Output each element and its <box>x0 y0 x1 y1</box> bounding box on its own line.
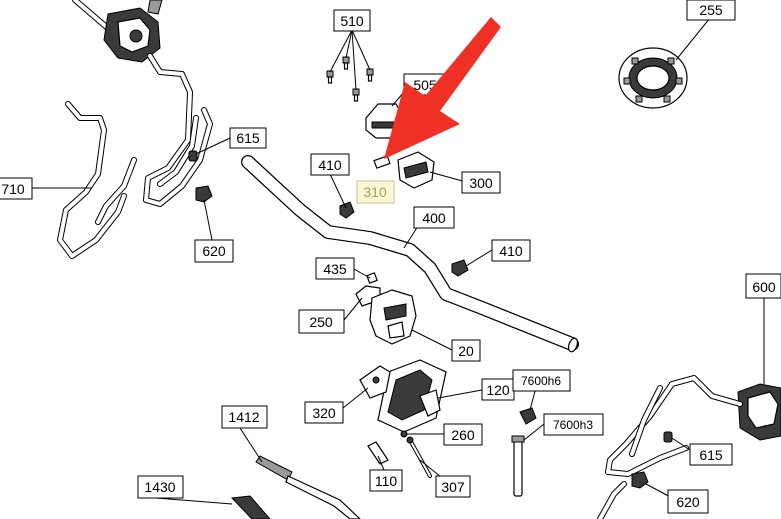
clamp-300 <box>397 151 435 189</box>
left-wire-harness <box>57 53 213 259</box>
grip-ring-255 <box>618 47 688 109</box>
svg-text:20: 20 <box>458 343 474 359</box>
callout-250: 250 <box>298 309 345 334</box>
clip-620-left <box>195 185 213 203</box>
callout-110: 110 <box>369 469 403 492</box>
svg-text:620: 620 <box>676 494 700 510</box>
callout-255: 255 <box>686 0 736 21</box>
callout-307: 307 <box>435 475 471 498</box>
svg-text:310: 310 <box>363 184 387 200</box>
callout-7600h3: 7600h3 <box>543 413 604 436</box>
svg-text:710: 710 <box>1 181 25 197</box>
clip-110 <box>367 441 389 465</box>
clip-410-right <box>451 259 469 277</box>
svg-text:300: 300 <box>469 175 493 191</box>
callout-600: 600 <box>745 273 781 299</box>
callout-615-right: 615 <box>689 443 733 466</box>
svg-text:1430: 1430 <box>144 479 175 495</box>
clip-7600h6 <box>519 407 537 425</box>
bar-1412 <box>255 455 361 519</box>
bracket-320 <box>359 365 391 399</box>
callout-1412: 1412 <box>221 405 268 429</box>
svg-text:110: 110 <box>375 473 398 489</box>
svg-text:410: 410 <box>499 243 523 259</box>
riser-20 <box>369 289 417 345</box>
right-switch-housing <box>737 383 781 441</box>
highlight-arrow <box>384 17 501 159</box>
bar-1430 <box>230 495 271 519</box>
callout-435: 435 <box>315 257 355 280</box>
callout-260: 260 <box>443 423 483 446</box>
svg-text:255: 255 <box>699 2 723 18</box>
callout-20: 20 <box>451 339 481 362</box>
svg-text:320: 320 <box>312 405 336 421</box>
svg-text:120: 120 <box>486 382 510 398</box>
callout-310: 310 <box>356 180 395 204</box>
svg-text:250: 250 <box>309 314 333 330</box>
callout-710: 710 <box>0 177 33 200</box>
callout-410-left: 410 <box>310 153 350 176</box>
right-wire-harness <box>597 375 743 519</box>
callout-510: 510 <box>333 9 371 32</box>
callout-620-left: 620 <box>194 239 234 263</box>
bolt-307 <box>406 436 432 478</box>
svg-text:435: 435 <box>323 261 347 277</box>
clip-615-left <box>188 150 198 162</box>
svg-text:510: 510 <box>340 13 364 29</box>
svg-text:307: 307 <box>441 479 465 495</box>
handlebar-400 <box>241 155 579 353</box>
clip-410-left <box>339 201 355 219</box>
callout-320: 320 <box>304 401 344 424</box>
clip-615-right <box>663 431 673 443</box>
svg-text:7600h6: 7600h6 <box>521 374 561 388</box>
callout-7600h6: 7600h6 <box>512 369 571 392</box>
rod-7600h3 <box>511 435 525 497</box>
clip-620-right <box>631 471 649 489</box>
callout-400: 400 <box>413 206 455 229</box>
svg-text:400: 400 <box>422 210 446 226</box>
svg-text:410: 410 <box>318 157 342 173</box>
svg-text:600: 600 <box>752 279 776 295</box>
svg-text:7600h3: 7600h3 <box>553 418 593 432</box>
callout-120: 120 <box>481 378 515 401</box>
callout-615-left: 615 <box>229 127 267 149</box>
callout-300: 300 <box>461 171 501 194</box>
callout-620-right: 620 <box>667 489 709 514</box>
callout-1430: 1430 <box>137 475 184 499</box>
bolt-435 <box>366 272 378 284</box>
callout-410-right: 410 <box>491 239 531 262</box>
svg-text:615: 615 <box>699 447 723 463</box>
steering-block-120 <box>377 359 447 433</box>
pin-310 <box>373 155 391 169</box>
left-switch-housing <box>72 0 163 63</box>
svg-text:260: 260 <box>451 427 475 443</box>
svg-text:615: 615 <box>236 130 260 146</box>
svg-text:1412: 1412 <box>228 409 259 425</box>
svg-text:620: 620 <box>202 243 226 259</box>
